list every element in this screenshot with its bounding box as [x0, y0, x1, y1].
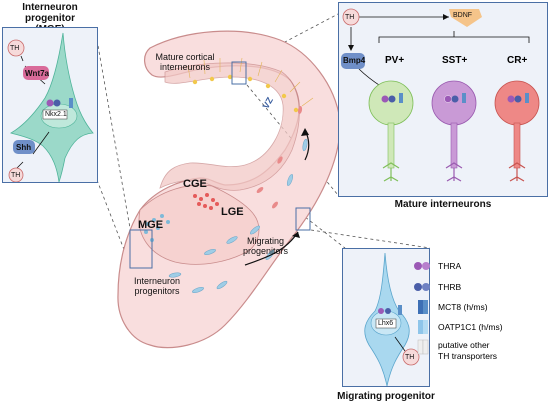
pv-cell	[368, 80, 414, 182]
th-top-label: TH	[10, 45, 20, 52]
mature-cortical-label: Mature cortical interneurons	[155, 52, 215, 72]
interneuron-progenitors-label: Interneuron progenitors	[134, 276, 181, 296]
bdnf-label: BDNF	[453, 12, 473, 19]
cge-cells	[193, 193, 219, 210]
oatp1c1-transporter-icon	[418, 320, 428, 334]
thra-receptor-small-icon	[46, 99, 54, 107]
migrating-th-label: TH	[405, 354, 415, 361]
mature-th-label: TH	[345, 14, 355, 21]
migrating-panel: Lhx6 TH	[342, 248, 430, 387]
mature-panel-title: Mature interneurons	[394, 199, 492, 210]
vz-cells	[256, 106, 303, 209]
th-top-circle	[7, 39, 25, 57]
sst-label: SST+	[442, 55, 468, 66]
migrating-progenitors-label: Migrating progenitors	[243, 236, 289, 256]
mge-cells	[144, 214, 170, 242]
mature-panel: TH BDNF Bmp4 PV+ SST+ CR+	[338, 2, 548, 197]
ventricle	[159, 62, 300, 191]
cortical-interneuron-rays	[187, 57, 314, 107]
mge-region-box	[129, 229, 153, 269]
legend-icons	[414, 262, 430, 355]
cge-label: CGE	[183, 178, 207, 190]
pv-label: PV+	[385, 55, 405, 66]
bmp4-blob	[341, 53, 365, 69]
migrating-cell-drawing	[364, 252, 420, 387]
thrb-receptor-icon	[414, 283, 430, 291]
legend-thrb: THRB	[438, 282, 462, 292]
nkx-label: Nkx2.1	[45, 111, 67, 118]
wnt7a-blob	[23, 66, 49, 80]
cortex-region-box	[231, 61, 247, 85]
legend-thra: THRA	[438, 261, 462, 271]
legend-th-transporters: TH transporters	[438, 351, 498, 361]
ganglionic-eminence	[138, 184, 260, 265]
progenitor-panel: TH Wnt7a Nkx2.1 Shh TH	[2, 27, 98, 183]
migration-arrow	[244, 231, 299, 266]
cr-label: CR+	[507, 55, 528, 66]
putative-transporter-icon	[417, 339, 429, 355]
connector-lines	[96, 13, 431, 266]
legend-putative: putative other	[438, 340, 490, 350]
thra-receptor-icon	[414, 262, 430, 270]
wnt7a-label: Wnt7a	[25, 69, 49, 78]
bmp4-label: Bmp4	[343, 56, 366, 65]
cortical-interneurons	[192, 74, 299, 113]
mct8-small-icon	[69, 98, 73, 108]
migrating-panel-title: Migrating progenitor	[337, 391, 435, 402]
migrating-th-circle	[402, 348, 420, 366]
legend-oatp1c1: OATP1C1 (h/ms)	[438, 322, 503, 332]
nkx-box	[42, 109, 68, 120]
progenitor-cell-drawing	[7, 32, 94, 183]
legend: THRA THRB MCT8 (h/ms) OATP1C1 (h/ms) put…	[410, 256, 548, 376]
mature-cells-drawing	[341, 8, 540, 182]
mature-th-circle	[342, 8, 360, 26]
mct8-transporter-icon	[418, 300, 428, 314]
shh-blob	[13, 140, 35, 154]
migrating-cells	[168, 138, 308, 294]
legend-mct8: MCT8 (h/ms)	[438, 302, 488, 312]
sst-cell	[431, 80, 477, 182]
progenitor-title-line1: Interneuron progenitor	[22, 2, 78, 24]
lhx6-label: Lhx6	[378, 320, 394, 327]
lge-label: LGE	[221, 206, 244, 218]
thrb-receptor-small-icon	[53, 99, 61, 107]
shh-label: Shh	[16, 143, 32, 152]
bdnf-blob	[449, 9, 482, 27]
mge-label: MGE	[138, 219, 164, 231]
lhx6-box	[375, 318, 397, 329]
migrating-region-box	[295, 207, 311, 231]
cr-cell	[494, 80, 540, 182]
th-bottom-label: TH	[11, 172, 21, 179]
